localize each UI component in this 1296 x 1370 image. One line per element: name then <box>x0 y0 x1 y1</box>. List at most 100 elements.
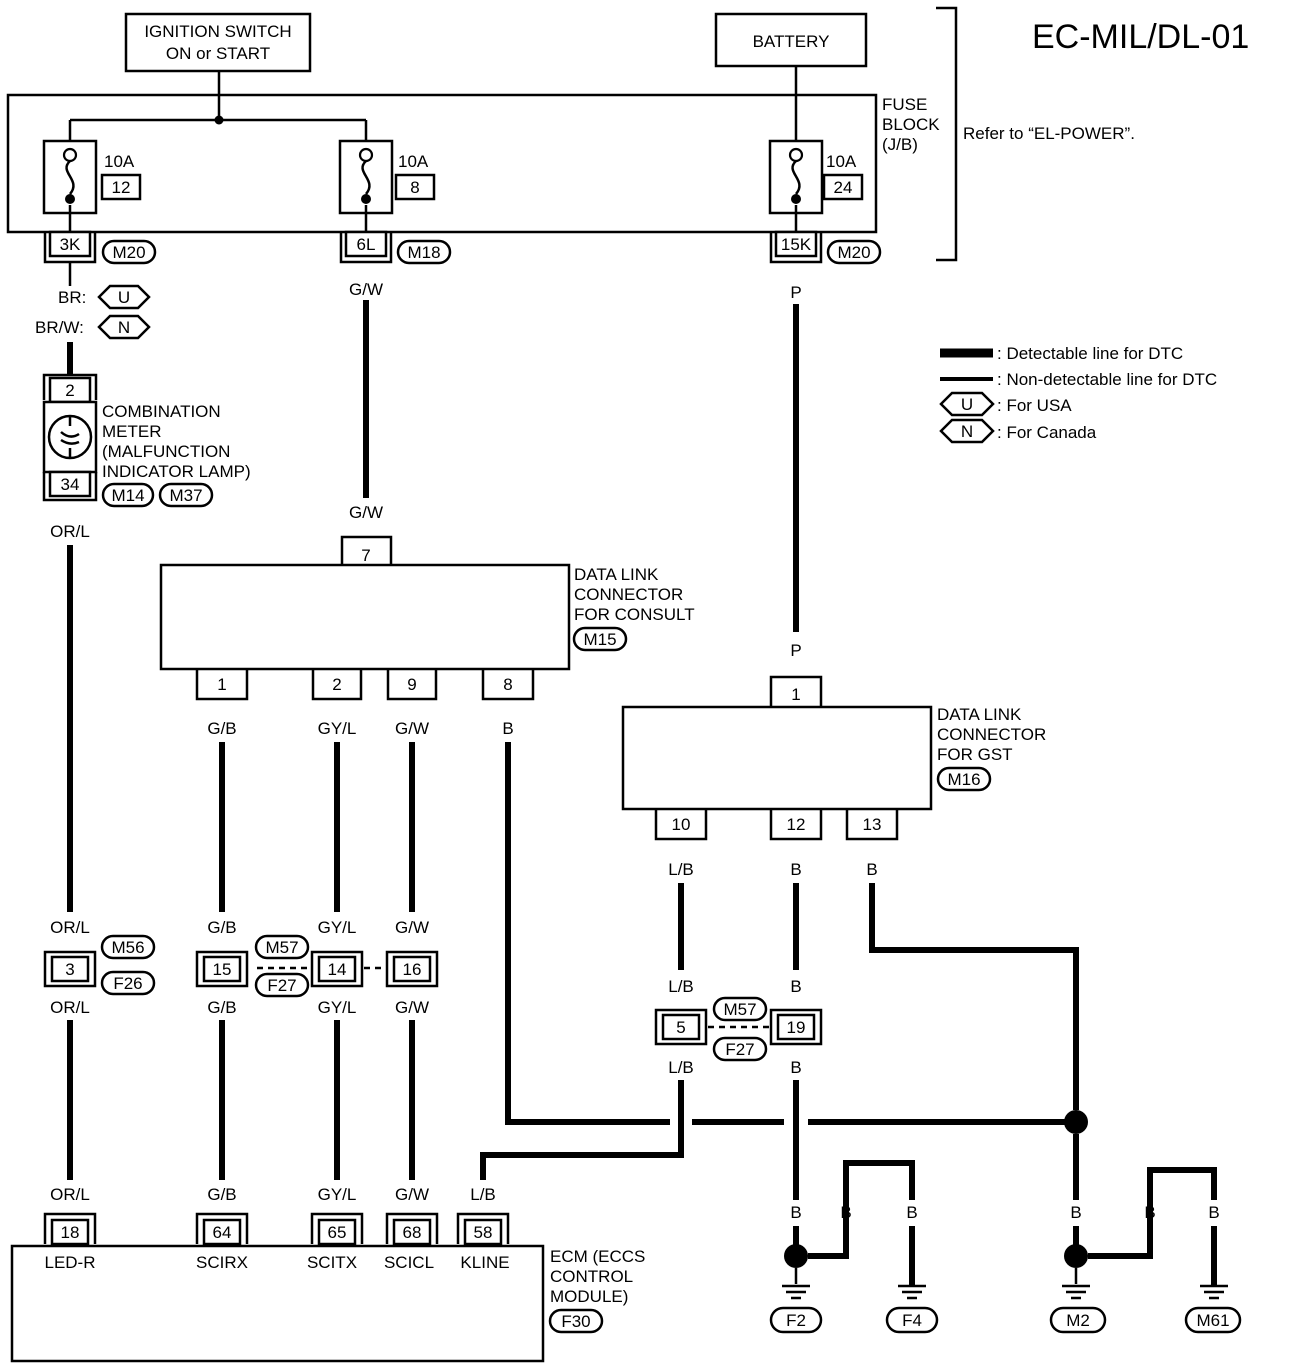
data-link-connector-gst: 1 DATA LINK CONNECTOR FOR GST M16 10 12 … <box>621 675 1046 841</box>
svg-text:COMBINATION: COMBINATION <box>102 402 221 421</box>
svg-text:DATA LINK: DATA LINK <box>937 705 1022 724</box>
svg-text:CONTROL: CONTROL <box>550 1267 633 1286</box>
svg-text:G/B: G/B <box>207 719 236 738</box>
svg-text:P: P <box>790 641 801 660</box>
svg-text:FOR GST: FOR GST <box>937 745 1013 764</box>
svg-text:M61: M61 <box>1196 1311 1229 1330</box>
wire-lb-to-ecm <box>480 1080 684 1180</box>
svg-text:1: 1 <box>791 685 800 704</box>
fuse-number: 8 <box>410 178 419 197</box>
svg-text:M15: M15 <box>583 630 616 649</box>
connector-m56 <box>100 934 156 960</box>
joint-connector-19: 19 <box>769 1008 823 1046</box>
svg-text:CONNECTOR: CONNECTOR <box>574 585 683 604</box>
svg-text:58: 58 <box>474 1223 493 1242</box>
svg-text:L/B: L/B <box>470 1185 496 1204</box>
svg-text:G/B: G/B <box>207 998 236 1017</box>
ground-f2-icon <box>782 1268 810 1300</box>
fuse-amp: 10A <box>398 152 429 171</box>
svg-text:B: B <box>502 719 513 738</box>
svg-text:B: B <box>1208 1203 1219 1222</box>
svg-text:F4: F4 <box>902 1311 922 1330</box>
svg-text:SCICL: SCICL <box>384 1253 434 1272</box>
ecm-eccs-control-module: 18 64 65 68 58 LED-R SCIRX SCITX SCICL K… <box>10 1212 645 1363</box>
svg-text:B: B <box>1070 1203 1081 1222</box>
svg-text:G/B: G/B <box>207 918 236 937</box>
svg-text:GY/L: GY/L <box>318 1185 357 1204</box>
splice-f2 <box>784 1244 808 1268</box>
svg-text:64: 64 <box>213 1223 232 1242</box>
fuse-block-label-3: (J/B) <box>882 135 918 154</box>
svg-text:B: B <box>790 860 801 879</box>
connector-f26 <box>100 970 156 996</box>
svg-text:U: U <box>118 288 130 307</box>
svg-text:M57: M57 <box>723 1000 756 1019</box>
wire-b-f4-loop <box>808 1160 915 1259</box>
fuse-number: 12 <box>112 178 131 197</box>
ignition-switch-label-2: ON or START <box>166 44 270 63</box>
svg-text:B: B <box>790 1203 801 1222</box>
svg-text:G/W: G/W <box>395 918 429 937</box>
svg-text:M14: M14 <box>111 486 144 505</box>
svg-text:B: B <box>906 1203 917 1222</box>
ground-label-m2 <box>1049 1306 1107 1334</box>
svg-text:N: N <box>118 318 130 337</box>
wire-b-m61-loop <box>1088 1167 1217 1259</box>
ground-f4-icon <box>898 1284 926 1300</box>
svg-text:F26: F26 <box>113 974 142 993</box>
legend: : Detectable line for DTC : Non-detectab… <box>939 344 1217 444</box>
svg-text:: Detectable line for DTC: : Detectable line for DTC <box>997 344 1183 363</box>
svg-text:MODULE): MODULE) <box>550 1287 628 1306</box>
battery-box: BATTERY <box>714 12 868 68</box>
svg-text:10: 10 <box>672 815 691 834</box>
svg-text:5: 5 <box>676 1018 685 1037</box>
terminal-15k: 15K <box>769 230 823 264</box>
terminal-6l: 6L <box>339 230 393 264</box>
svg-text:G/B: G/B <box>207 1185 236 1204</box>
battery-label: BATTERY <box>753 32 830 51</box>
fuse-number: 24 <box>834 178 853 197</box>
svg-text:L/B: L/B <box>668 1058 694 1077</box>
svg-text:: Non-detectable line for DTC: : Non-detectable line for DTC <box>997 370 1217 389</box>
svg-text:G/W: G/W <box>395 719 429 738</box>
fuse-block-bracket <box>936 6 958 262</box>
svg-text:M56: M56 <box>111 938 144 957</box>
ignition-switch-box: IGNITION SWITCH ON or START <box>124 12 312 73</box>
svg-text:M37: M37 <box>169 486 202 505</box>
splice-m2 <box>1064 1110 1088 1134</box>
svg-text:CONNECTOR: CONNECTOR <box>937 725 1046 744</box>
svg-text:KLINE: KLINE <box>460 1253 509 1272</box>
svg-text:DATA LINK: DATA LINK <box>574 565 659 584</box>
svg-text:19: 19 <box>787 1018 806 1037</box>
joint-connector-16: 16 <box>385 950 439 988</box>
svg-text:FOR CONSULT: FOR CONSULT <box>574 605 695 624</box>
svg-text:14: 14 <box>328 960 347 979</box>
wire-b-gst-13 <box>869 883 1079 1110</box>
svg-text:M20: M20 <box>837 243 870 262</box>
svg-text:1: 1 <box>217 675 226 694</box>
svg-text:8: 8 <box>503 675 512 694</box>
data-link-connector-consult: 7 DATA LINK CONNECTOR FOR CONSULT M15 1 … <box>159 535 695 701</box>
legend-canada-hex <box>939 418 995 444</box>
wire-color-gw-1: G/W <box>349 280 383 299</box>
svg-text:LED-R: LED-R <box>44 1253 95 1272</box>
ignition-splice <box>214 115 224 125</box>
svg-text:INDICATOR LAMP): INDICATOR LAMP) <box>102 462 251 481</box>
refer-el-power: Refer to “EL-POWER”. <box>963 124 1135 143</box>
svg-text:M16: M16 <box>947 770 980 789</box>
svg-text:B: B <box>790 1058 801 1077</box>
svg-text:OR/L: OR/L <box>50 998 90 1017</box>
svg-text:ECM (ECCS: ECM (ECCS <box>550 1247 645 1266</box>
svg-text:3: 3 <box>65 960 74 979</box>
svg-text:34: 34 <box>61 475 80 494</box>
wire-color-br: BR: <box>58 288 86 307</box>
fuse-block: FUSE BLOCK (J/B) Refer to “EL-POWER”. <box>6 6 1135 262</box>
fuse-amp: 10A <box>104 152 135 171</box>
svg-text:7: 7 <box>361 546 370 565</box>
svg-text:M57: M57 <box>265 938 298 957</box>
svg-text:: For Canada: : For Canada <box>997 423 1097 442</box>
ground-label-f4 <box>885 1306 939 1334</box>
svg-text:: For USA: : For USA <box>997 396 1072 415</box>
connector-m18: M18 <box>396 239 452 265</box>
svg-text:16: 16 <box>403 960 422 979</box>
